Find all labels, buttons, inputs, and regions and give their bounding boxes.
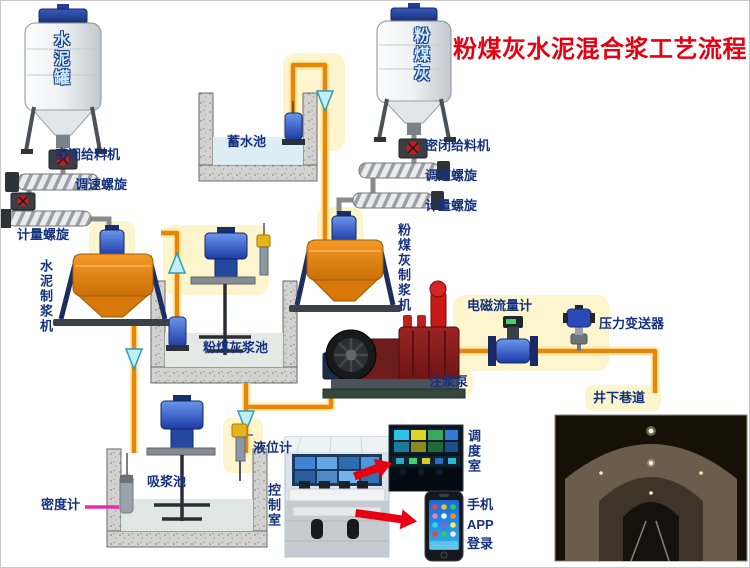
flyash-silo <box>374 3 456 142</box>
water-pool-label: 蓄水池 <box>227 134 267 149</box>
tunnel-label: 井下巷道 <box>593 390 646 405</box>
slurry-pump <box>166 316 189 351</box>
flyash-silo-label: 粉煤灰 <box>411 27 428 84</box>
flowmeter-label: 电磁流量计 <box>467 298 533 313</box>
control-room-label: 控制室 <box>265 483 281 528</box>
right-speed-screw-label: 调速螺旋 <box>425 168 478 183</box>
dispatch-room-label: 调度室 <box>465 429 481 474</box>
cement-mixer <box>53 225 173 326</box>
cement-silo-label: 水泥罐 <box>51 31 68 88</box>
flyash-pool-label: 粉煤灰浆池 <box>203 340 269 355</box>
pressure-transmitter-device <box>563 305 595 351</box>
flyash-pool-agitator <box>190 227 256 355</box>
phone-photo <box>424 490 464 562</box>
suction-pool-agitator <box>146 395 216 521</box>
right-feed-train <box>352 138 450 210</box>
left-sealed-feeder-label: 密闭给料机 <box>55 147 121 162</box>
pressure-transmitter-label: 压力变送器 <box>599 316 665 331</box>
cement-mixer-label: 水泥制浆机 <box>37 259 53 334</box>
diagram-title: 粉煤灰水泥混合浆工艺流程 <box>453 36 747 63</box>
density-probe <box>119 453 134 514</box>
left-feed-train <box>1 149 100 228</box>
tunnel-photo <box>554 414 748 562</box>
flowmeter-device <box>488 316 538 366</box>
control-room-photo <box>284 436 390 558</box>
flyash-mixer <box>289 211 401 312</box>
dispatch-room-photo <box>388 424 464 492</box>
right-metering-screw-label: 计量螺旋 <box>425 198 478 213</box>
flyash-mixer-label: 粉煤灰制浆机 <box>395 223 411 313</box>
left-metering-screw-label: 计量螺旋 <box>17 227 70 242</box>
suction-pool-label: 吸浆池 <box>147 474 187 489</box>
flyash-level-sensor <box>256 223 271 276</box>
left-speed-screw-label: 调速螺旋 <box>75 177 128 192</box>
grout-pump-label: 注浆泵 <box>429 374 469 389</box>
density-meter-label: 密度计 <box>41 497 81 512</box>
grout-pump <box>322 280 466 399</box>
right-sealed-feeder-label: 密闭给料机 <box>425 138 491 153</box>
water-pump <box>282 101 305 145</box>
phone-app-label: 手机 APP 登录 <box>467 497 494 551</box>
cement-silo <box>21 4 107 154</box>
level-gauge-label: 液位计 <box>253 440 293 455</box>
level-gauge-device <box>231 423 253 481</box>
